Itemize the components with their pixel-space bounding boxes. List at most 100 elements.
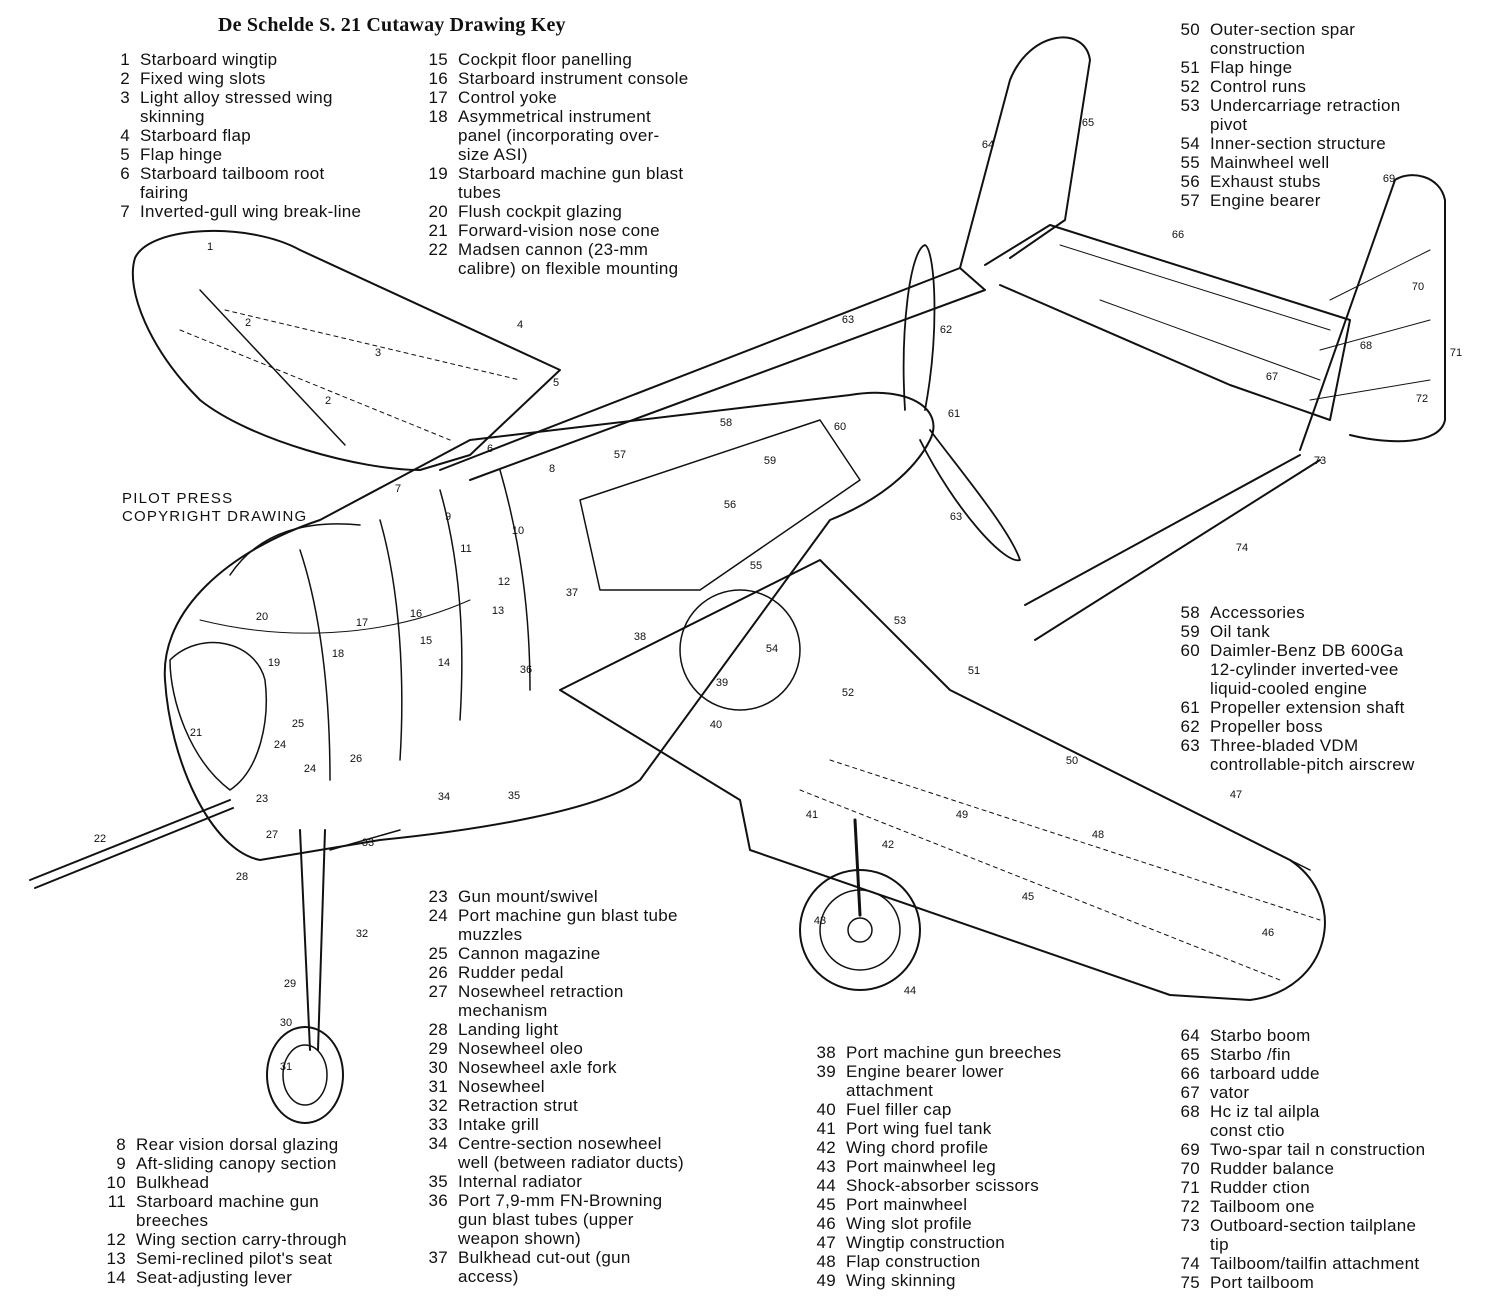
key-description: Propeller extension shaft [1210,698,1492,717]
callout-label: 35 [508,790,520,802]
callout-label: 39 [716,677,728,689]
key-description-line: calibre) on flexible mounting [458,259,679,278]
key-description-line: access) [458,1267,519,1286]
callout-label: 14 [438,657,450,669]
callout-label: 44 [904,985,916,997]
key-description-line: Nosewheel [458,1077,545,1096]
callout-label: 72 [1416,393,1428,405]
callout-label: 63 [842,314,854,326]
callout-label: 50 [1066,755,1078,767]
callout-label: 5 [553,377,559,389]
key-description-line: Inner-section structure [1210,134,1387,153]
key-description-line: Tailboom one [1210,1197,1315,1216]
key-description-line: Port machine gun blast tube [458,906,678,925]
key-number: 52 [1180,77,1200,96]
cannon-barrel [29,799,234,889]
key-number: 47 [816,1233,836,1252]
key-description-line: Light alloy stressed wing [140,88,333,107]
propeller-blade-lower [919,429,1021,562]
key-number: 19 [428,164,448,183]
key-number: 63 [1180,736,1200,755]
key-description-line: Starboard tailboom root [140,164,325,183]
callout-label: 32 [356,928,368,940]
key-description: Propeller boss [1210,717,1492,736]
key-description: Flush cockpit glazing [458,202,740,221]
key-number: 1 [120,50,130,69]
key-description-line: Control yoke [458,88,558,107]
key-number: 51 [1180,58,1200,77]
key-description-line: Outboard-section tailplane [1210,1216,1417,1235]
key-description-line: Mainwheel well [1210,153,1330,172]
key-description: Mainwheel well [1210,153,1492,172]
key-description-line: Port mainwheel leg [846,1157,996,1176]
key-description-line: Gun mount/swivel [458,887,598,906]
callout-label: 29 [284,978,296,990]
key-description: Starboard wingtip [140,50,412,69]
key-description: Tailboom/tailfin attachment [1210,1254,1492,1273]
starboard-tailboom [439,267,986,481]
callout-label: 70 [1412,281,1424,293]
key-description: Fixed wing slots [140,69,412,88]
port-fin [1299,174,1446,451]
key-number: 58 [1180,603,1200,622]
key-description-line: Asymmetrical instrument [458,107,651,126]
key-description-line: Flap construction [846,1252,981,1271]
key-number: 65 [1180,1045,1200,1064]
key-number: 70 [1180,1159,1200,1178]
key-description-line: Intake grill [458,1115,540,1134]
key-description-line: Oil tank [1210,622,1271,641]
key-description-line: Retraction strut [458,1096,579,1115]
key-item: 70 Rudder balance [1172,1159,1492,1178]
starboard-wing [131,230,561,471]
key-number: 68 [1180,1102,1200,1121]
key-number: 61 [1180,698,1200,717]
key-number: 35 [428,1172,448,1191]
key-description-line: Centre-section nosewheel [458,1134,662,1153]
key-description-line: Daimler-Benz DB 600Ga [1210,641,1404,660]
key-number: 38 [816,1043,836,1062]
key-number: 24 [428,906,448,925]
key-description-line: Port wing fuel tank [846,1119,992,1138]
key-number: 56 [1180,172,1200,191]
key-description-line: Undercarriage retraction [1210,96,1401,115]
callout-label: 12 [498,576,510,588]
key-description-line: Rudder balance [1210,1159,1335,1178]
callout-label: 42 [882,839,894,851]
callout-label: 15 [420,635,432,647]
key-description: Starbo /fin [1210,1045,1492,1064]
key-description: Internal radiator [458,1172,760,1191]
key-number: 37 [428,1248,448,1267]
key-description: Intake grill [458,1115,760,1134]
mainwheel-well [679,589,801,711]
key-description-line: liquid-cooled engine [1210,679,1368,698]
callout-label: 28 [236,871,248,883]
key-description: Seat-adjusting lever [136,1268,418,1287]
key-description-line: Fixed wing slots [140,69,266,88]
key-description-line: Control runs [1210,77,1307,96]
port-tailboom [1024,454,1321,641]
key-description: Rudder balance [1210,1159,1492,1178]
callout-label: 62 [940,324,952,336]
engine [579,419,861,591]
key-description-line: Starboard machine gun blast [458,164,684,183]
